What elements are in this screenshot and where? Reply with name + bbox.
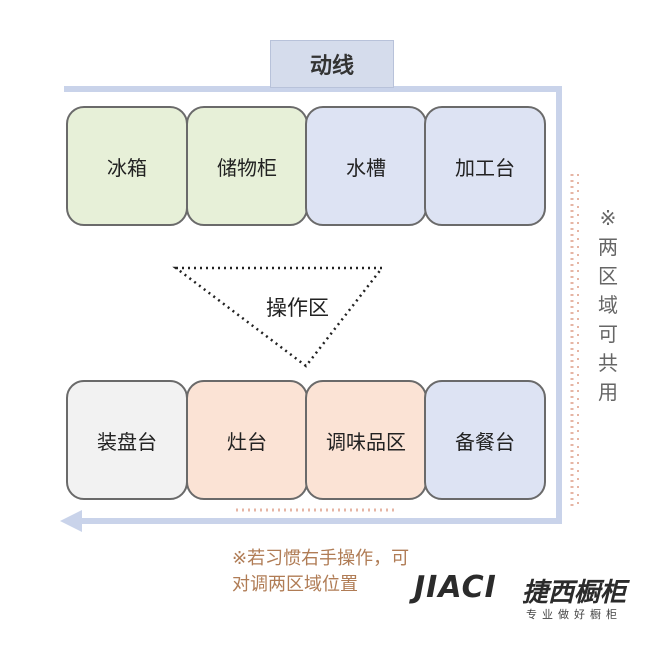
logo-chinese: 捷西橱柜 [522, 578, 627, 608]
flow-line-right [556, 86, 562, 524]
box-storage-cabinet: 储物柜 [186, 106, 308, 226]
box-seasoning-area: 调味品区 [305, 380, 427, 500]
operation-zone-triangle [172, 266, 385, 368]
box-prep-table: 加工台 [424, 106, 546, 226]
flow-line-bottom [74, 518, 562, 524]
box-stove: 灶台 [186, 380, 308, 500]
logo-text: JIACI [414, 570, 497, 605]
dotted-guide-bottom [236, 508, 398, 512]
bottom-note: ※若习惯右手操作，可对调两区域位置 [232, 548, 410, 595]
flow-line-top [64, 86, 562, 92]
side-note: ※ 两 区 域 可 共 用 [598, 206, 618, 404]
operation-zone-label: 操作区 [266, 296, 329, 320]
title-label: 动线 [270, 40, 394, 88]
box-sink: 水槽 [305, 106, 427, 226]
box-serving-table: 备餐台 [424, 380, 546, 500]
logo-tagline: 专业做好橱柜 [526, 608, 622, 621]
box-plating-table: 装盘台 [66, 380, 188, 500]
flow-arrow-head [60, 510, 82, 532]
dotted-guide-right [570, 174, 579, 506]
box-fridge: 冰箱 [66, 106, 188, 226]
brand-logo: JIACI 捷西橱柜 专业做好橱柜 [414, 570, 650, 630]
